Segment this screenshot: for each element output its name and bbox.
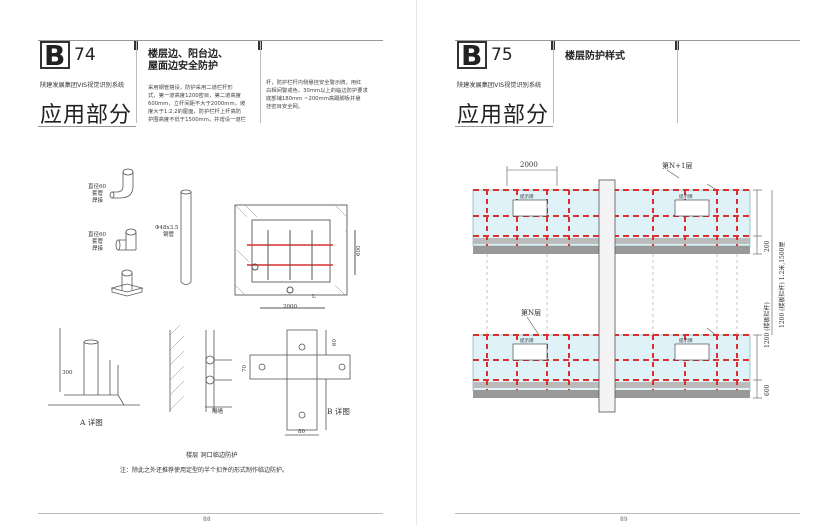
floor-protection-drawing: 2000 第N+1层 第N层 提示牌 提示牌 提示牌 提示牌 200 1200 …	[472, 161, 786, 413]
elbow-label-1: 直径60	[88, 182, 106, 190]
detail-a-drawing	[48, 328, 140, 406]
top-rule	[38, 40, 383, 41]
sign-label-3: 提示牌	[520, 337, 534, 344]
section-letter-box: B	[457, 39, 487, 72]
tee-fitting	[115, 228, 137, 251]
floor-n-label: 第N层	[521, 308, 541, 317]
detail-b-drawing	[249, 329, 351, 436]
detail-b-dim-60: 60	[332, 339, 338, 346]
top-dim-2000: 2000	[520, 161, 538, 169]
page-code: 75	[491, 45, 513, 65]
plan-l-label: L	[312, 294, 316, 300]
page-number: 89	[620, 516, 628, 523]
elbow-label-2: 套管	[92, 189, 104, 197]
pipe-label-2: 钢管	[163, 230, 175, 238]
detail-b-dim-80: 80	[298, 429, 305, 435]
sign-label-2: 提示牌	[679, 193, 693, 200]
sign-label-4: 提示牌	[679, 337, 693, 344]
section-view-drawing	[169, 324, 232, 412]
title-underline	[455, 126, 553, 127]
dim-600: 600	[764, 384, 771, 396]
title-underline	[38, 126, 136, 127]
section-letter-box: B	[40, 39, 70, 72]
section-title: 应用部分	[40, 103, 133, 128]
footer-rule	[38, 513, 383, 514]
central-column	[598, 179, 616, 413]
wall-label: 隔墙	[212, 407, 224, 415]
elbow-label-3: 焊接	[92, 196, 104, 204]
elbow-fitting	[109, 168, 134, 199]
footer-rule	[455, 513, 800, 514]
section-title: 应用部分	[457, 103, 550, 128]
column-divider	[136, 41, 137, 123]
floor-n1-label: 第N+1层	[662, 161, 692, 170]
page-code: 74	[74, 45, 96, 65]
steel-pipe	[180, 189, 192, 285]
tee-label-2: 套管	[92, 237, 104, 245]
detail-a-title: A 详图	[79, 417, 103, 427]
section-heading: 楼层防护样式	[565, 51, 625, 62]
body-text-col1: 采用钢管搭设，防护采用二道栏杆形 式，第一道高度1200密目，第二道高度 600…	[148, 85, 246, 123]
page-gutter	[416, 0, 417, 525]
detail-a-dim: 300	[62, 370, 73, 376]
top-rule	[455, 40, 800, 41]
series-name: 陕建发展集团VIS视觉识别系统	[457, 82, 542, 89]
sign-label-1: 提示牌	[520, 193, 534, 200]
detail-b-title: B 详图	[327, 406, 350, 416]
base-socket	[110, 269, 144, 297]
body-text-col2: 杆，防护栏杆内侧悬挂安全警示牌，用红 白相间警戒色，30mm以上的临边防护要求 …	[266, 80, 368, 110]
opening-plan-view	[234, 204, 348, 296]
pipe-label-1: Φ48x3.5	[155, 225, 179, 231]
tee-label-1: 直径60	[88, 230, 106, 238]
dim-1200-lower: 1200 (楼板栏杆)	[763, 302, 771, 348]
dim-200: 200	[764, 240, 771, 252]
series-name: 陕建发展集团VIS视觉识别系统	[40, 82, 125, 89]
tee-label-3: 焊接	[92, 244, 104, 252]
figure-note: 注：除此之外还推荐使用定型的半个扣件的形式制作临边防护。	[120, 467, 289, 474]
column-divider	[677, 41, 678, 123]
edge-protection-drawing: 直径60 套管 焊接 直径60 套管 焊接 Φ48x3.5 钢管 2000 60…	[48, 168, 362, 436]
dim-1200-upper: 1200 (楼板栏杆) 1.2米,1500屋	[778, 242, 786, 329]
plan-dim-2000: 2000	[283, 304, 297, 310]
section-heading: 楼层边、阳台边、 屋面边安全防护	[148, 49, 228, 72]
column-divider	[553, 41, 554, 123]
page-number: 88	[203, 516, 211, 523]
right-page: B 75 陕建发展集团VIS视觉识别系统 应用部分 楼层防护样式	[417, 0, 833, 525]
detail-b-dim-70: 70	[242, 365, 248, 372]
column-divider	[260, 41, 261, 123]
figure-caption: 楼层 洞口临边防护	[186, 452, 238, 459]
left-page: B 74 陕建发展集团VIS视觉识别系统 应用部分 楼层边、阳台边、 屋面边安全…	[0, 0, 416, 525]
plan-dim-600: 600	[356, 245, 362, 256]
